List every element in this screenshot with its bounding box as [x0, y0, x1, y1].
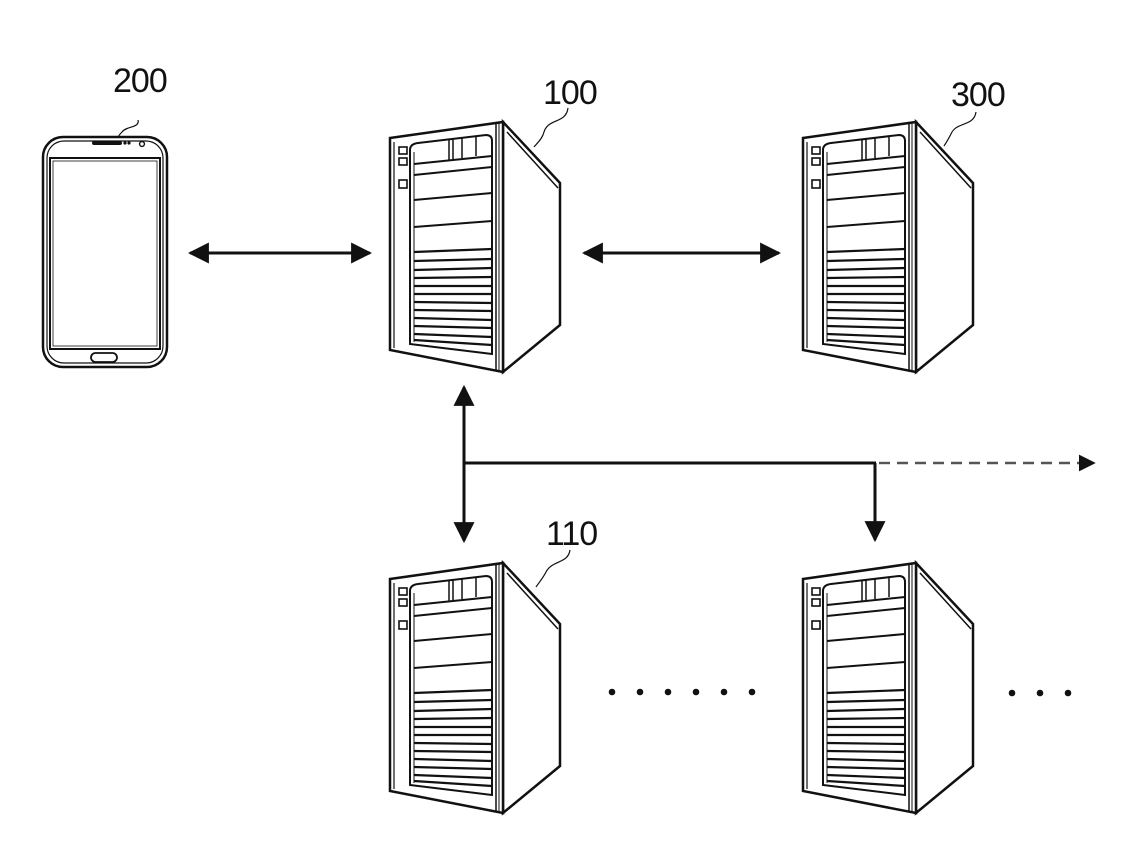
label-300: 300 [951, 76, 1005, 114]
label-110: 110 [546, 515, 597, 553]
server-node-100 [390, 122, 560, 372]
home-button-icon [91, 353, 117, 362]
ellipsis-between [609, 689, 756, 696]
ellipsis-after [1009, 690, 1072, 697]
leader-line-300 [944, 112, 976, 146]
leader-line-110 [536, 550, 570, 587]
server-node-300 [803, 122, 973, 372]
label-200: 200 [113, 62, 167, 100]
server-node-110 [390, 563, 560, 813]
smartphone-node [43, 137, 167, 367]
leader-line-100 [534, 108, 568, 147]
speaker-icon [92, 141, 122, 145]
server-node-n [803, 563, 973, 813]
label-100: 100 [543, 74, 597, 112]
leader-line-200 [118, 120, 138, 138]
